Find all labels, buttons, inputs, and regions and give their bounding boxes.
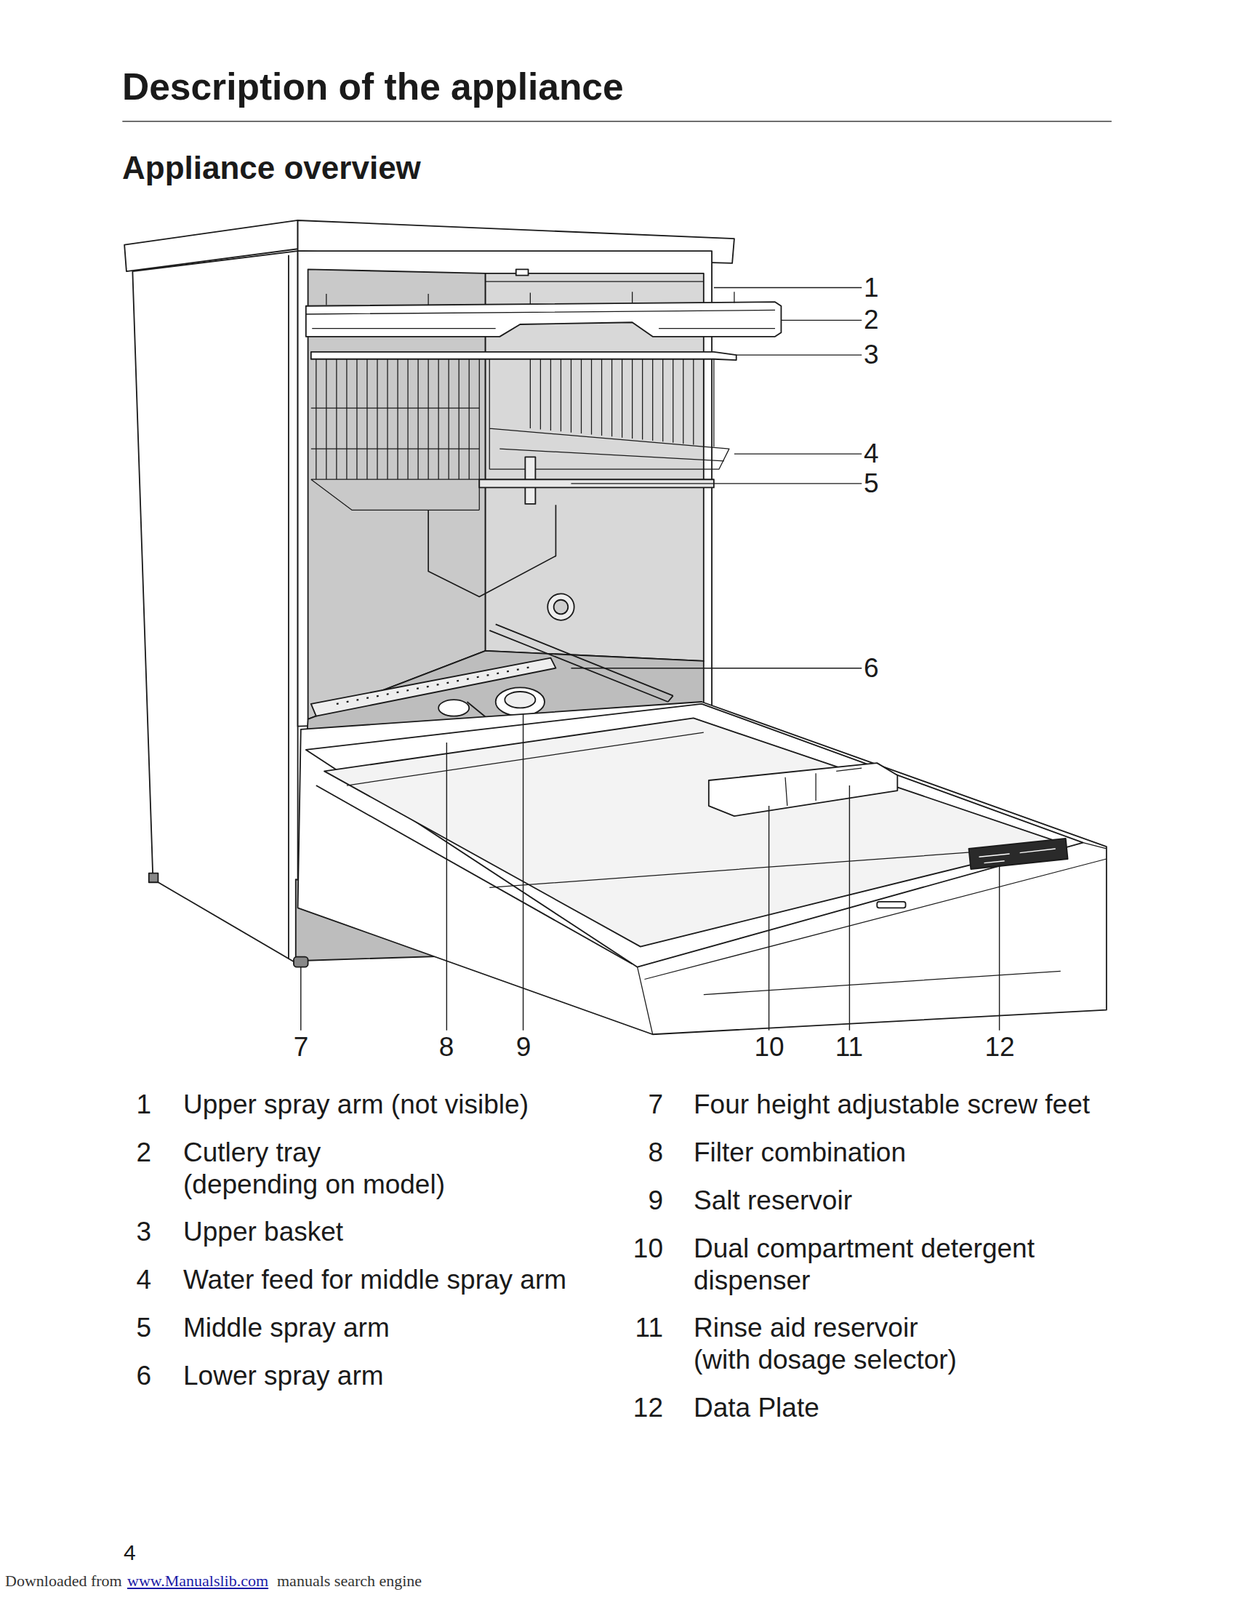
tub-ceiling	[485, 281, 704, 283]
key-number: 8	[619, 1136, 664, 1169]
door-latch	[876, 901, 906, 908]
leader-lines	[301, 287, 1000, 1031]
screw-foot	[149, 873, 159, 883]
callout-number: 7	[271, 1030, 331, 1063]
data-plate-marks	[979, 848, 1056, 864]
back-wall-fixture	[554, 599, 569, 615]
part-name: Water feed for middle spray arm	[183, 1263, 567, 1296]
door-rail	[316, 785, 633, 964]
key-number: 7	[619, 1088, 664, 1121]
part-name: Cutlery tray (depending on model)	[183, 1136, 454, 1200]
back-wall-fixture	[547, 593, 574, 620]
salt-cap-centre	[504, 691, 536, 708]
key-number: 3	[107, 1215, 152, 1248]
callout-number: 2	[863, 303, 880, 336]
part-name: Salt reservoir	[693, 1184, 853, 1217]
door-inner-panel	[324, 717, 1061, 946]
basket-handle	[428, 504, 556, 597]
section-heading: Appliance overview	[122, 148, 421, 188]
callout-number: 12	[970, 1030, 1029, 1063]
part-name: Data Plate	[693, 1391, 820, 1424]
door-edges	[346, 732, 1107, 1034]
data-plate	[969, 838, 1069, 869]
callout-number: 9	[494, 1030, 553, 1063]
key-number: 10	[619, 1232, 664, 1265]
tub-tab	[516, 269, 529, 275]
heading-rule	[122, 120, 1112, 122]
upper-basket-wires	[311, 359, 480, 511]
callout-number: 8	[417, 1030, 476, 1063]
key-number: 5	[107, 1311, 152, 1344]
part-name: Upper basket	[183, 1215, 344, 1248]
part-name: Lower spray arm	[183, 1359, 384, 1392]
screw-foot	[293, 956, 309, 967]
filter-top	[438, 699, 469, 716]
callout-number: 6	[863, 652, 880, 685]
key-number: 12	[619, 1391, 664, 1424]
detergent-dispenser	[708, 762, 898, 816]
salt-cap	[495, 687, 545, 716]
cutlery-tray-detail	[306, 291, 776, 328]
callout-number: 10	[740, 1030, 799, 1063]
key-number: 1	[107, 1088, 152, 1121]
key-number: 6	[107, 1359, 152, 1392]
dishwasher	[124, 220, 1107, 1034]
callout-number: 1	[863, 271, 880, 304]
callout-number: 5	[863, 467, 880, 500]
upper-basket-tines	[489, 359, 730, 469]
upper-basket-rim	[311, 351, 737, 360]
part-name: Rinse aid reservoir (with dosage selecto…	[693, 1311, 967, 1375]
cabinet-edge	[287, 255, 290, 959]
spray-arm-bar	[311, 657, 557, 717]
callout-number: 3	[863, 338, 880, 371]
callout-number: 11	[820, 1030, 879, 1063]
cutlery-tray	[306, 301, 782, 337]
cabinet-side	[132, 250, 298, 964]
footer-text: Downloaded from	[5, 1571, 123, 1591]
footer-text: manuals search engine	[277, 1571, 422, 1591]
part-name: Upper spray arm (not visible)	[183, 1088, 529, 1121]
part-name: Filter combination	[693, 1136, 906, 1169]
part-name: Dual compartment detergent dispenser	[693, 1232, 1043, 1296]
page-number: 4	[123, 1539, 136, 1566]
part-name: Four height adjustable screw feet	[693, 1088, 1090, 1121]
callout-number: 4	[863, 437, 880, 470]
footer-link: www.Manualslib.com	[127, 1571, 269, 1591]
part-name: Middle spray arm	[183, 1311, 390, 1344]
page-heading: Description of the appliance	[122, 63, 624, 110]
door-inner-face	[306, 703, 1084, 967]
key-number: 4	[107, 1263, 152, 1296]
dispenser-detail	[785, 767, 862, 806]
key-number: 2	[107, 1136, 152, 1169]
key-number: 11	[619, 1311, 664, 1344]
key-number: 9	[619, 1184, 664, 1217]
door-body	[298, 701, 1107, 1034]
